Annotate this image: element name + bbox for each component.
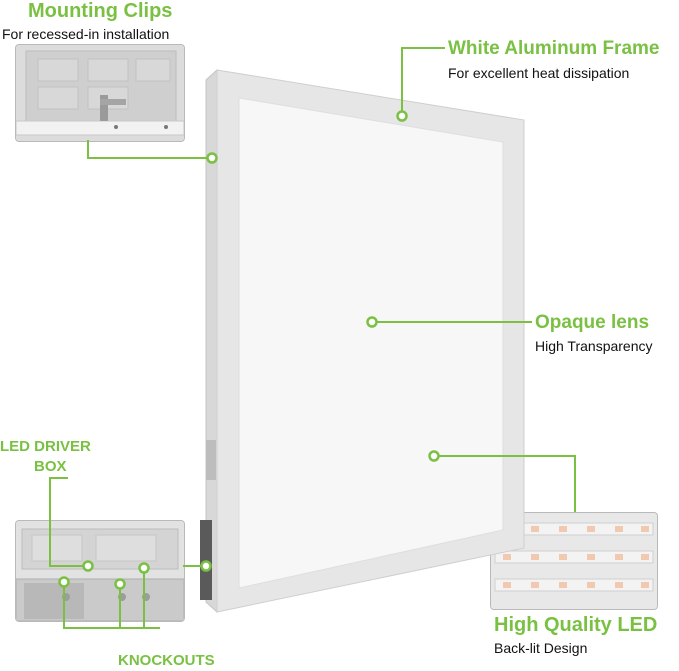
- knockouts-title: KNOCKOUTS: [118, 652, 215, 669]
- led-driver-inset: [15, 520, 185, 622]
- mounting-clips-subtitle: For recessed-in installation: [2, 26, 170, 42]
- led-subtitle: Back-lit Design: [494, 640, 588, 656]
- frame-title: White Aluminum Frame: [448, 38, 660, 59]
- mounting-clips-illustration: [16, 45, 184, 141]
- side-driver-edge: [200, 520, 212, 600]
- lens-subtitle: High Transparency: [535, 338, 653, 354]
- led-driver-illustration: [16, 521, 184, 621]
- frame-subtitle: For excellent heat dissipation: [448, 65, 630, 81]
- led-driver-title-line1: LED DRIVER: [0, 438, 91, 455]
- mounting-clips-title: Mounting Clips: [28, 0, 173, 22]
- side-bracket: [206, 440, 216, 480]
- clips-marker: [206, 152, 218, 164]
- knockout-marker-3: [138, 562, 150, 574]
- led-marker: [428, 450, 440, 462]
- led-driver-title-line2: BOX: [34, 458, 67, 475]
- panel-lens: [238, 97, 504, 589]
- knockout-marker-1: [58, 576, 70, 588]
- lens-title: Opaque lens: [535, 312, 650, 333]
- knockout-marker-2: [114, 578, 126, 590]
- lens-marker: [366, 316, 378, 328]
- driver-marker: [82, 560, 94, 572]
- frame-marker: [396, 110, 408, 122]
- mounting-clips-inset: [15, 44, 185, 142]
- driver-side-marker: [200, 560, 212, 572]
- led-title: High Quality LED: [494, 614, 658, 636]
